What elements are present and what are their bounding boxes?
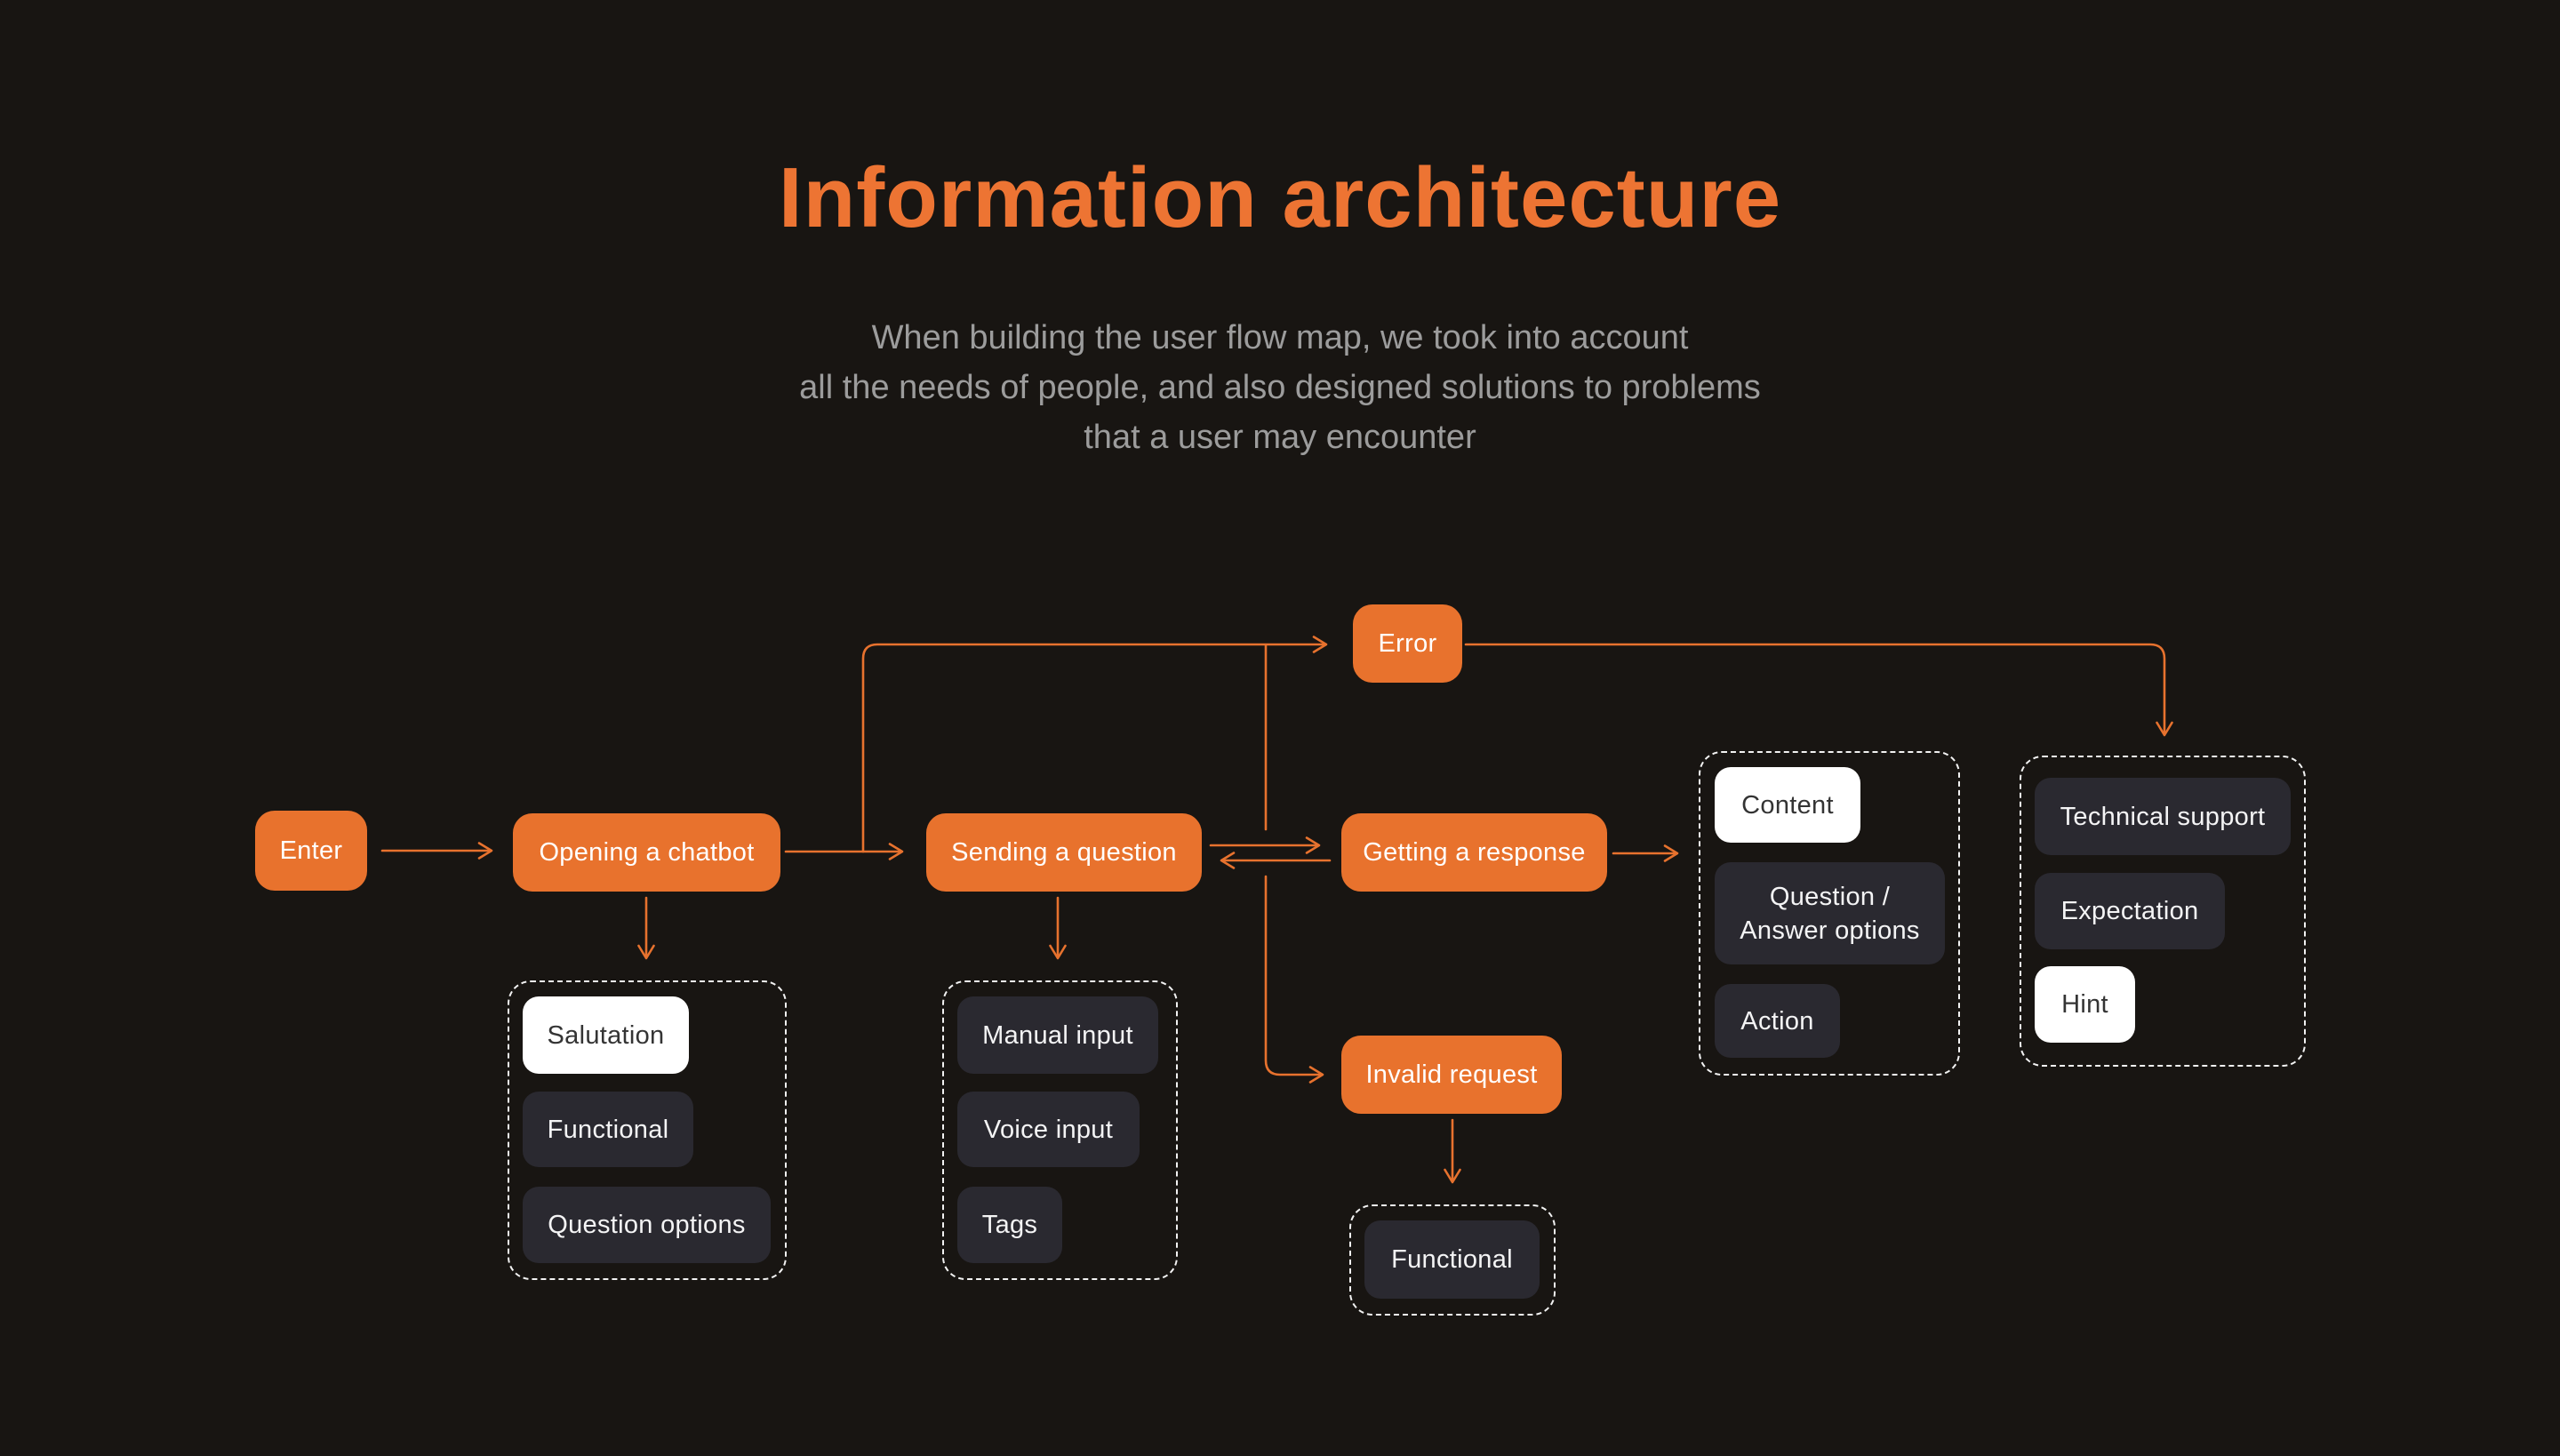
group-response-details: [1699, 751, 1960, 1076]
chip-action: Action: [1715, 984, 1840, 1058]
connector-rail-to-invalid-request: [1264, 875, 1324, 1084]
node-sending-a-question: Sending a question: [926, 813, 1202, 892]
chip-hint: Hint: [2035, 966, 2135, 1043]
chip-technical-support: Technical support: [2035, 778, 2291, 855]
chip-invalid-functional: Functional: [1364, 1220, 1540, 1299]
group-support-details: [2020, 756, 2306, 1067]
chip-functional: Functional: [523, 1092, 693, 1167]
chip-voice-input: Voice input: [957, 1092, 1140, 1167]
chip-salutation: Salutation: [523, 996, 689, 1074]
connector-error-to-support-group: [1464, 643, 2173, 737]
node-enter: Enter: [255, 811, 367, 891]
chip-manual-input: Manual input: [957, 996, 1158, 1074]
node-opening-a-chatbot: Opening a chatbot: [513, 813, 780, 892]
chip-expectation: Expectation: [2035, 873, 2225, 949]
node-getting-a-response: Getting a response: [1341, 813, 1607, 892]
node-invalid-request: Invalid request: [1341, 1036, 1562, 1114]
page-title: Information architecture: [778, 150, 1782, 245]
group-invalid-details: [1349, 1204, 1556, 1316]
chip-question-options: Question options: [523, 1187, 771, 1263]
connector-opening-to-error: [861, 636, 1328, 853]
page-subtitle: When building the user flow map, we took…: [799, 319, 1761, 456]
chip-content: Content: [1715, 767, 1860, 843]
group-sending-details: [942, 980, 1178, 1280]
node-error: Error: [1353, 604, 1462, 683]
chip-tags: Tags: [957, 1187, 1062, 1263]
group-opening-details: [508, 980, 787, 1280]
chip-question-answer-options: Question / Answer options: [1715, 862, 1945, 964]
